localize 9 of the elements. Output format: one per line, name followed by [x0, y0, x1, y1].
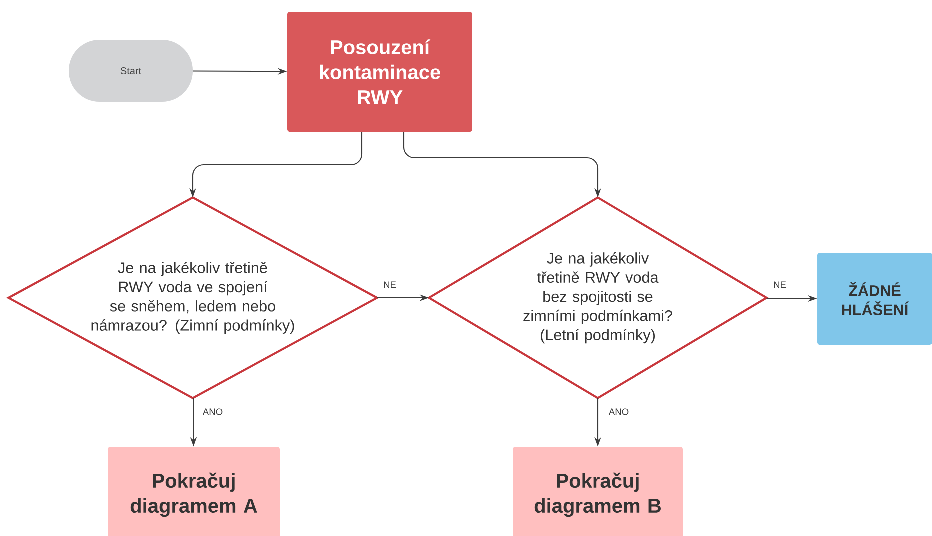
- process-box: Pokračuj diagramem B: [513, 447, 683, 536]
- edge-label: ANO: [608, 407, 630, 417]
- process-box: Pokračuj diagramem A: [108, 447, 280, 536]
- edge-label: NE: [382, 280, 398, 290]
- process-box: Posouzení kontaminace RWY: [288, 12, 472, 132]
- start-terminal: Start: [69, 40, 193, 102]
- edge-label: ANO: [202, 407, 224, 417]
- edge-label: NE: [772, 280, 788, 290]
- process-box: ŽÁDNÉ HLÁŠENÍ: [818, 253, 932, 345]
